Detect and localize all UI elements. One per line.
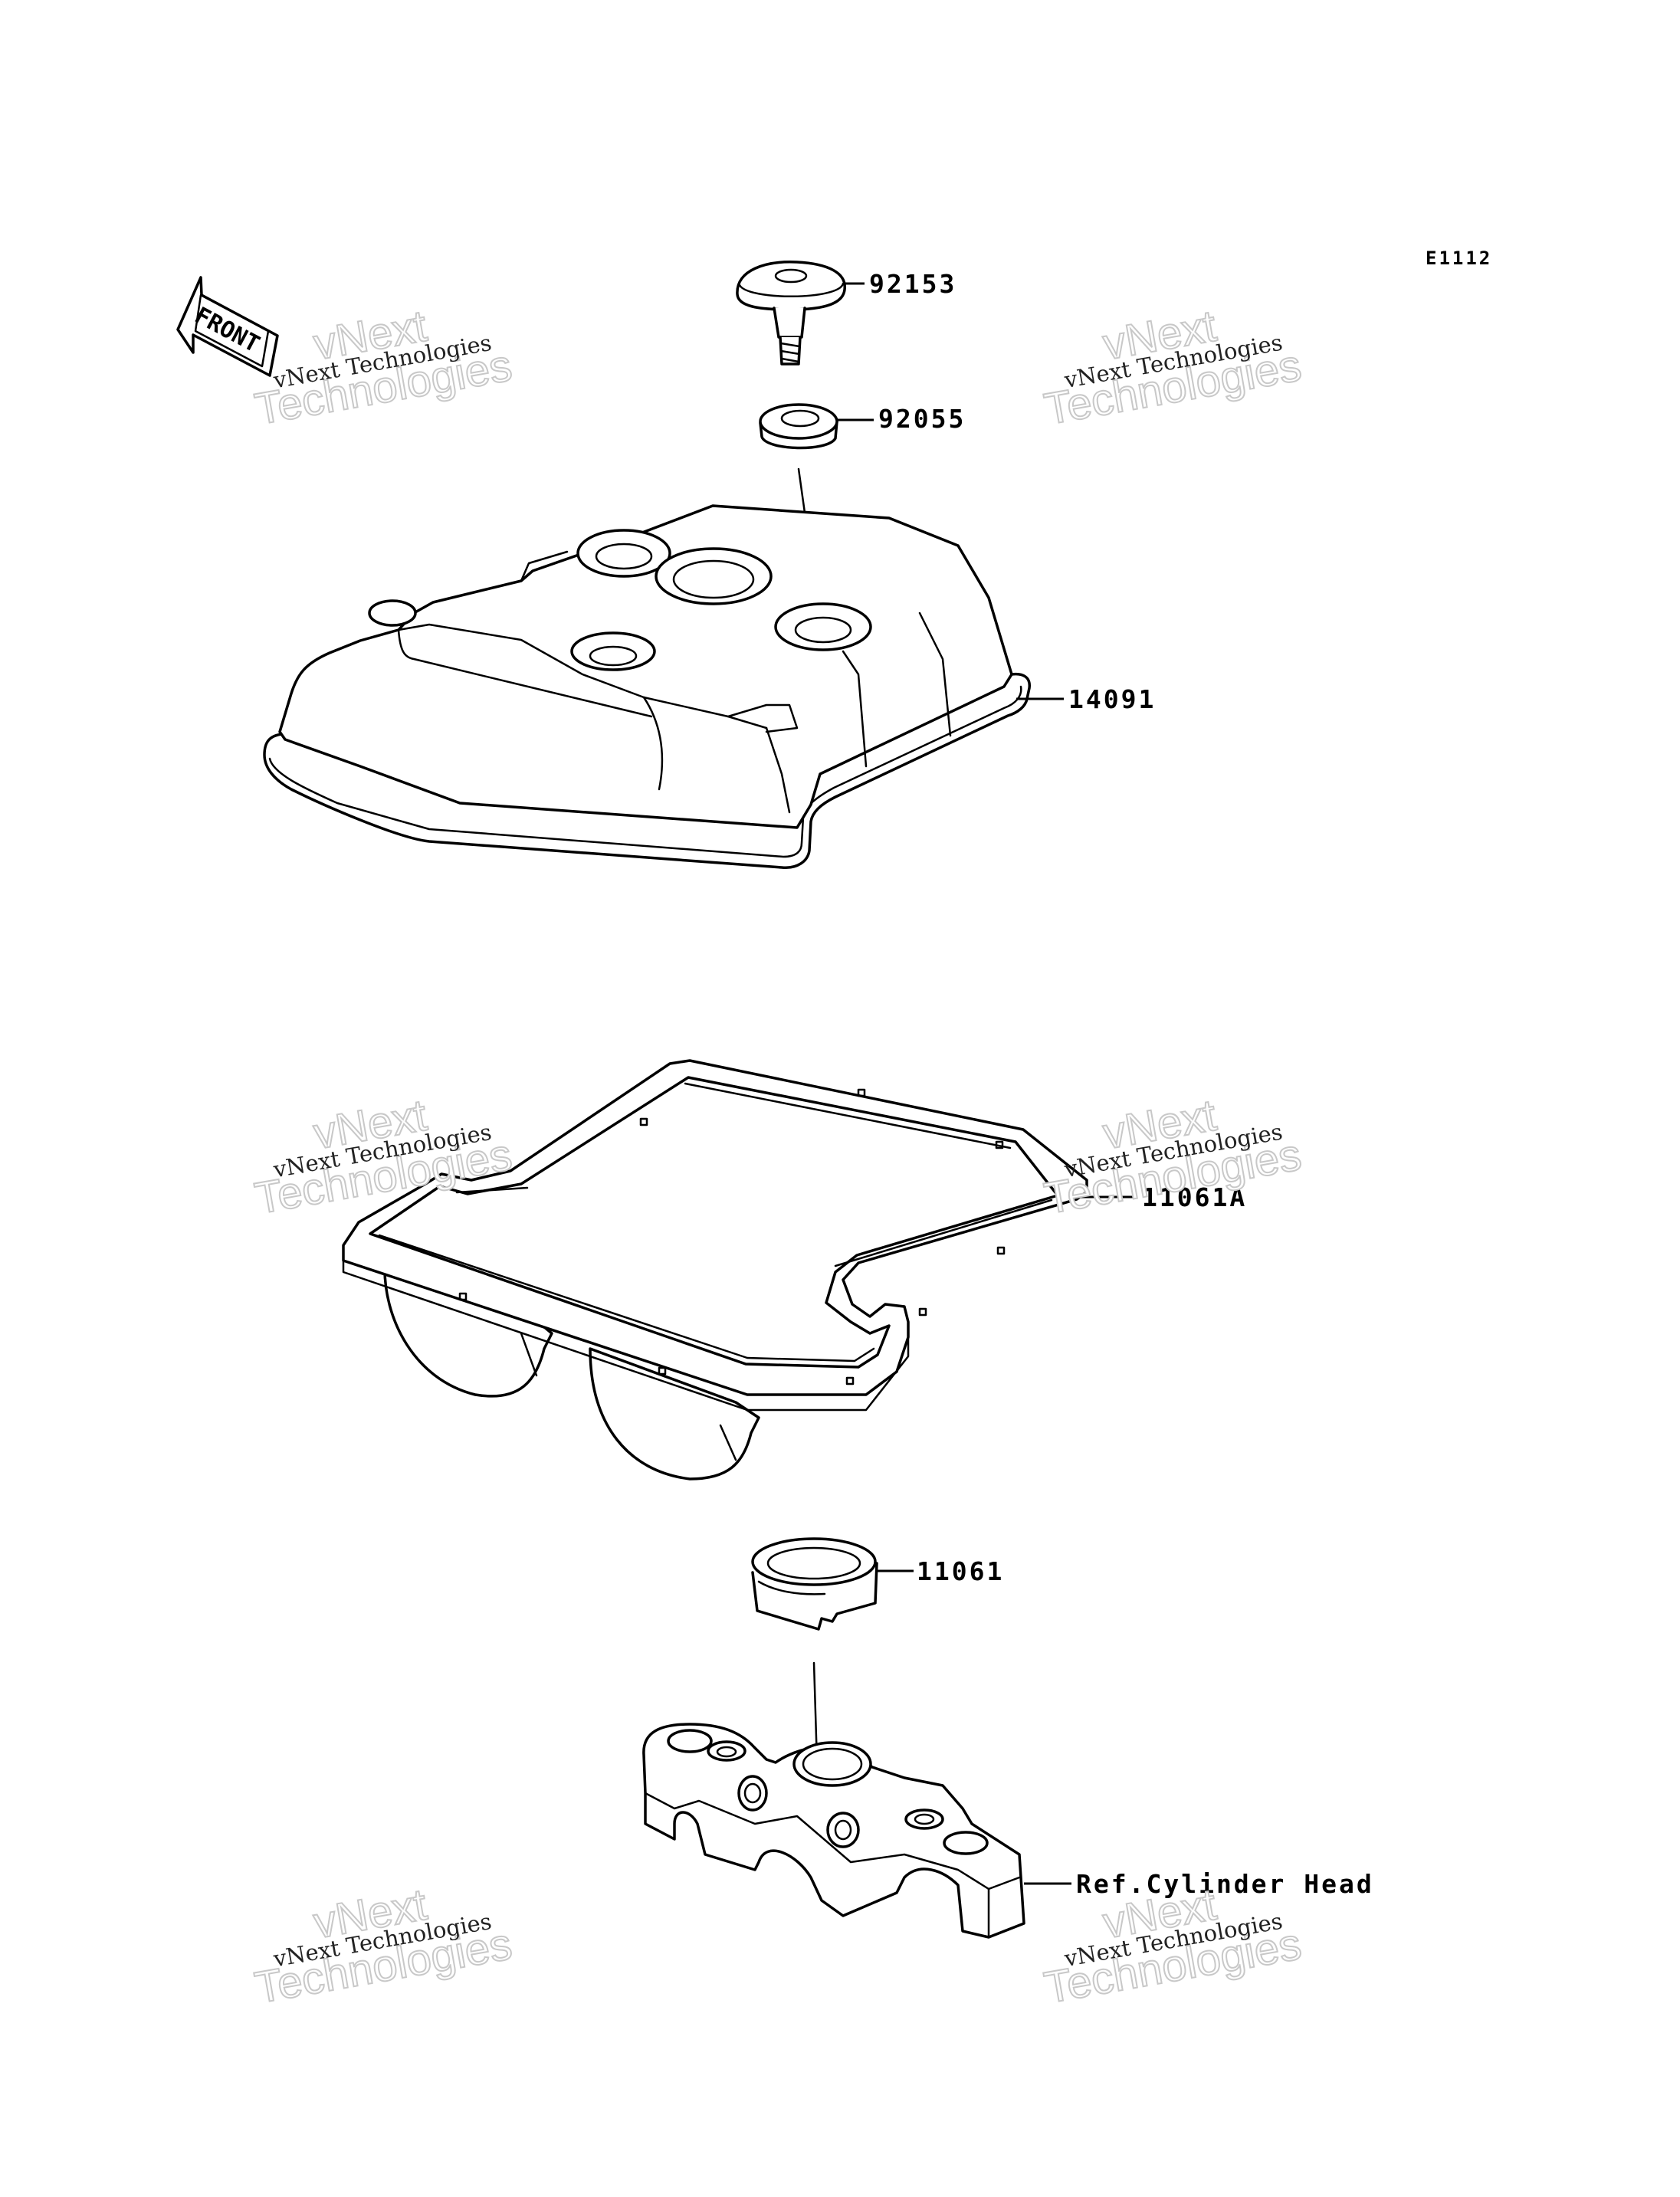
watermark-top-right: vNext Technologies vNext Technologies [1040,300,1306,435]
callout-11061: 11061 [917,1556,1004,1586]
cover-gasket-part [342,1059,1088,1481]
callout-11061a: 11061A [1142,1182,1247,1212]
watermark-mid-right: vNext Technologies vNext Technologies [1040,1090,1306,1225]
callout-92055: 92055 [878,404,966,434]
callout-92153: 92153 [869,269,956,299]
plug-gasket-part [751,1537,878,1631]
front-arrow-icon: FRONT [176,276,279,377]
washer-part [759,403,838,450]
watermark-bottom-left: vNext Technologies vNext Technologies [251,1879,517,2014]
cylinder-head-cover-part [263,504,1031,869]
bolt-part [736,261,846,366]
callout-cylinder-head-ref: Ref.Cylinder Head [1076,1869,1374,1899]
diagram-code: E1112 [1426,248,1492,269]
cylinder-head-part [642,1723,1025,1939]
callout-14091: 14091 [1068,684,1156,714]
watermark-top-left: vNext Technologies vNext Technologies [251,300,517,435]
